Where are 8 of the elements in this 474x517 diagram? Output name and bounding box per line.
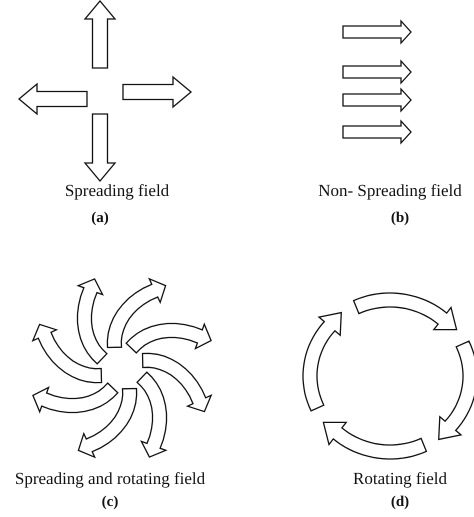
panel-caption: Non- Spreading field [318, 182, 462, 201]
panel-label: (a) [91, 210, 109, 226]
panel-caption: Spreading field [64, 182, 170, 201]
panel-caption: Spreading and rotating field [14, 470, 206, 489]
panel-label: (c) [102, 494, 118, 510]
panel-caption: Rotating field [353, 470, 447, 489]
panel-label: (b) [390, 210, 410, 226]
panel-label: (d) [390, 494, 410, 510]
